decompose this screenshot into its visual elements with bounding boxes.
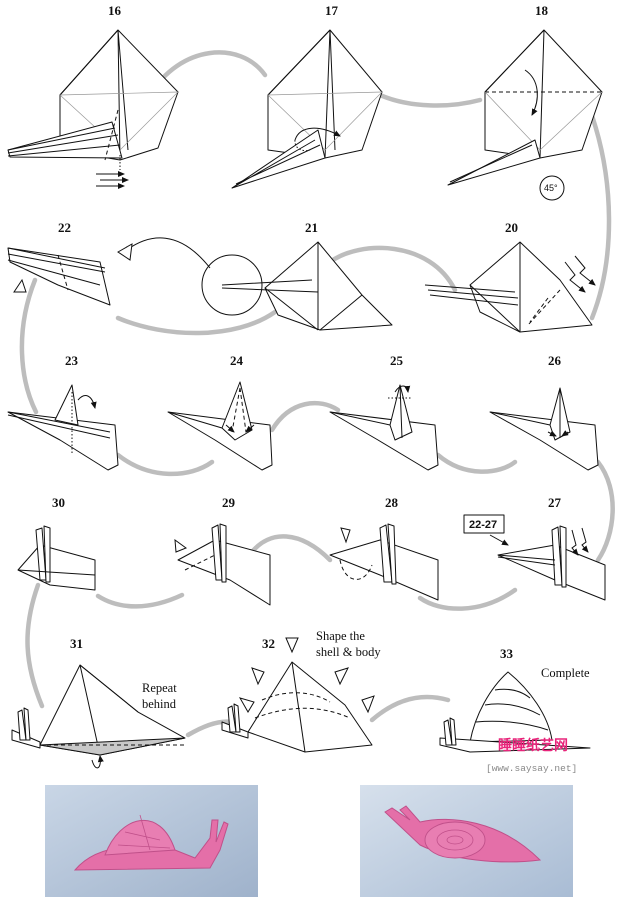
push-arrow-icon [174,538,188,553]
push-arrow-icon [340,527,351,544]
step-30-figure: 30 [17,495,96,591]
photo-snail-side [45,785,258,897]
watermark-url: [www.saysay.net] [486,763,577,774]
zoom-circle [201,254,263,316]
repeat-behind-note-line1: Repeat [142,681,177,695]
step-20-number: 20 [505,220,518,235]
watermark: 睡睡纸艺网 [www.saysay.net] [486,737,577,774]
step-29-figure: 29 [174,495,271,606]
step-28-number: 28 [385,495,399,510]
step-22-number: 22 [58,220,71,235]
push-arrow-icon [361,695,375,714]
step-connector-path [19,50,615,738]
step-20-figure: 20 [424,220,596,333]
step-18-figure: 18 45° [447,3,603,201]
step-25-figure: 25 [329,353,439,471]
photo-snail-top [360,785,573,897]
step-21-figure: 21 [201,220,393,331]
step-32-number: 32 [262,636,275,651]
push-arrow-icon [285,637,299,654]
step-17-figure: 17 [231,3,383,189]
repeat-behind-note-line2: behind [142,697,177,711]
rotate-45-icon [539,175,565,201]
push-arrow-icon [13,278,27,293]
step-27-figure: 27 22-27 [463,495,606,601]
step-21-number: 21 [305,220,318,235]
step-18-number: 18 [535,3,549,18]
step-24-figure: 24 [167,353,273,471]
step-30-number: 30 [52,495,65,510]
watermark-brand: 睡睡纸艺网 [498,737,568,753]
complete-note: Complete [541,666,590,680]
step-26-figure: 26 [489,353,599,471]
step-26-number: 26 [548,353,562,368]
step-22-figure: 22 [7,220,211,306]
step-33-figure: 33 Complete [439,646,591,753]
step-23-figure: 23 [7,353,119,471]
step-33-number: 33 [500,646,514,661]
step-29-number: 29 [222,495,236,510]
big-arrow-icon [117,243,133,261]
step-16-figure: 16 [7,3,179,189]
shape-note-line1: Shape the [316,629,365,643]
step-16-number: 16 [108,3,122,18]
push-arrow-icon [251,667,265,686]
step-24-number: 24 [230,353,244,368]
step-25-number: 25 [390,353,404,368]
step-23-number: 23 [65,353,79,368]
step-17-number: 17 [325,3,339,18]
step-28-figure: 28 [329,495,439,601]
rotate-label: 45° [544,183,558,193]
step-27-number: 27 [548,495,562,510]
reference-box-label: 22-27 [469,519,497,531]
step-31-figure: 31 Repeat behind [11,636,186,769]
step-31-number: 31 [70,636,83,651]
shape-note-line2: shell & body [316,645,381,659]
push-arrow-icon [238,697,255,713]
push-arrow-icon [334,667,349,686]
step-32-figure: 32 Shape the shell & body [221,629,381,753]
reference-box [463,514,505,534]
